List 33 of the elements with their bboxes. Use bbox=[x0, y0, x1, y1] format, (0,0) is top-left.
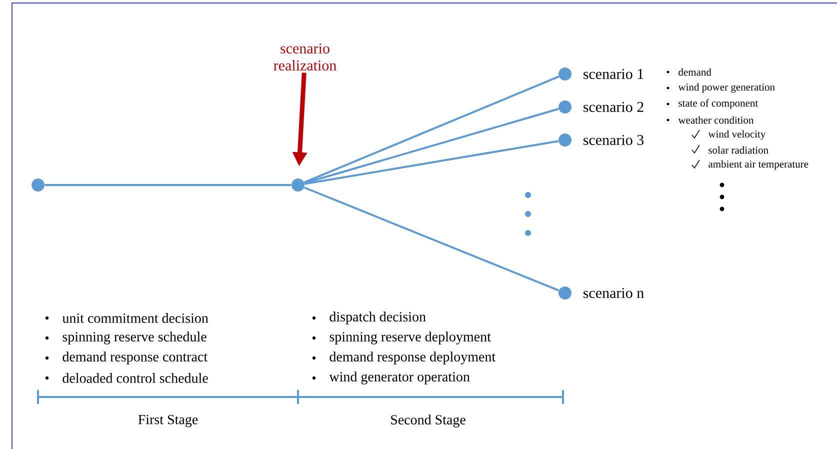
branch-line bbox=[304, 140, 559, 185]
checklist-item: wind velocity bbox=[692, 130, 766, 140]
bullet-item: wind generator operation bbox=[312, 372, 470, 384]
bullet-item: deloaded control schedule bbox=[45, 373, 208, 383]
checklist-item: ambient air temperature bbox=[692, 160, 808, 170]
scenario-node bbox=[558, 134, 572, 146]
scenario-node bbox=[558, 286, 572, 300]
scenario-node bbox=[558, 100, 572, 114]
stage-label: Second Stage bbox=[391, 414, 466, 428]
bullet-item: dispatch decision bbox=[312, 312, 426, 324]
bullet-item: spinning reserve deployment bbox=[312, 332, 491, 344]
bullet-item: state of component bbox=[666, 99, 758, 109]
bullet-item: spinning reserve schedule bbox=[45, 332, 206, 344]
scenario-node bbox=[558, 68, 572, 80]
branch-line bbox=[44, 184, 292, 186]
checklist-item: solar radiation bbox=[692, 144, 768, 154]
bullet-item: wind power generation bbox=[666, 83, 775, 93]
node-label: scenario 1 bbox=[584, 68, 644, 80]
node-label: scenario 3 bbox=[584, 134, 644, 146]
bullet-item: demand response deployment bbox=[312, 352, 496, 364]
bullet-item: demand bbox=[666, 68, 712, 76]
stage-label: First Stage bbox=[138, 414, 198, 428]
branch-line bbox=[304, 108, 559, 184]
branch-line bbox=[304, 76, 560, 184]
node-label: scenario 2 bbox=[584, 102, 644, 112]
branch-point bbox=[292, 178, 304, 192]
bullet-item: weather condition bbox=[666, 116, 754, 124]
node-label: scenario n bbox=[584, 288, 644, 298]
bullet-item: unit commitment decision bbox=[45, 313, 208, 323]
bullet-item: demand response contract bbox=[45, 352, 208, 364]
branch-point bbox=[32, 178, 45, 192]
branch-line bbox=[304, 186, 560, 292]
annotation-text: scenario realization bbox=[274, 43, 336, 71]
